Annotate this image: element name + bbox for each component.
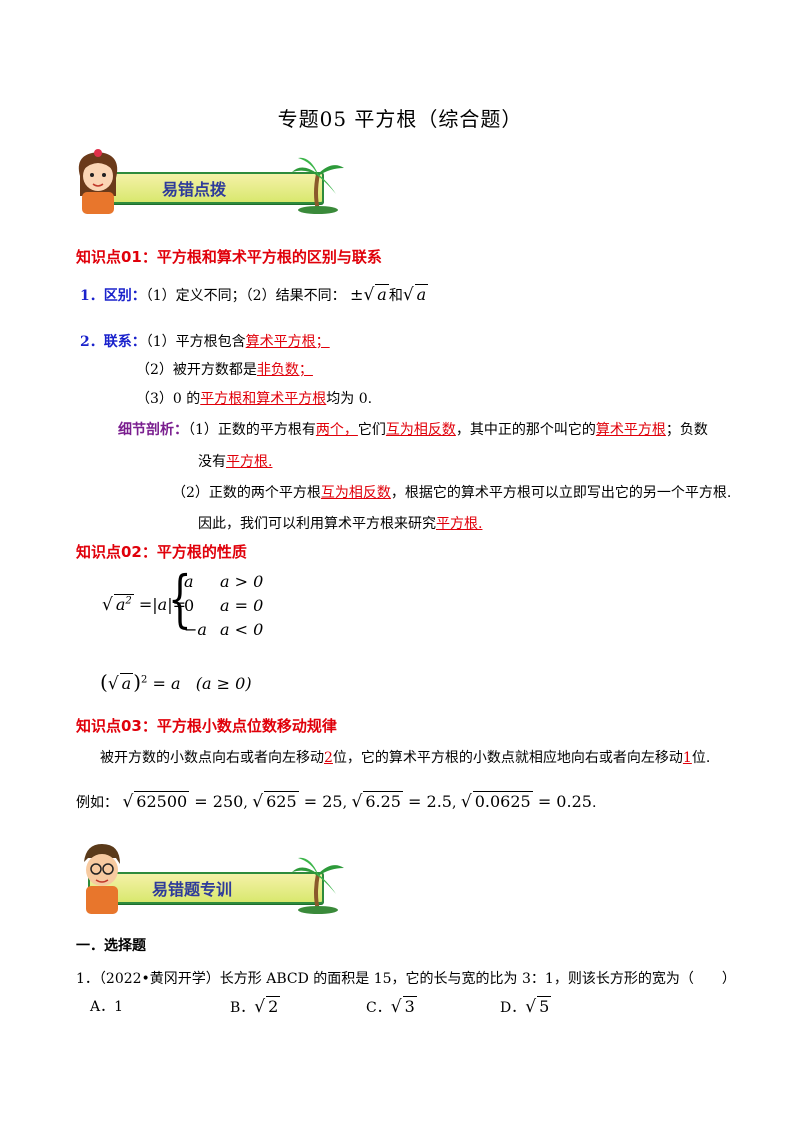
option-d[interactable]: D．√5 — [500, 996, 552, 1017]
kp1-item2-line1: 2．联系：（1）平方根包含算术平方根； — [80, 334, 330, 350]
page-title: 专题05 平方根（综合题） — [277, 107, 523, 131]
palm-tree-icon — [292, 857, 344, 914]
banner-error-tips: 易错点拨 — [66, 146, 346, 216]
section-heading: 一．选择题 — [76, 938, 146, 954]
detail-line2: 没有平方根. — [198, 454, 273, 470]
kp2-heading: 知识点02：平方根的性质 — [76, 543, 247, 561]
detail-line3: （2）正数的两个平方根互为相反数，根据它的算术平方根可以立即写出它的另一个平方根… — [172, 485, 732, 501]
option-b[interactable]: B．√2 — [230, 996, 281, 1017]
pm-sqrt-a: ±√a — [350, 284, 389, 305]
detail-line1: 细节剖析：（1）正数的平方根有两个，它们互为相反数，其中正的那个叫它的算术平方根… — [118, 422, 708, 438]
banner-error-tips-label: 易错点拨 — [162, 180, 227, 199]
example-4: √0.0625 = 0.25 — [460, 791, 592, 812]
kp1-item2-line3: （3）0 的平方根和算术平方根均为 0. — [136, 391, 373, 407]
example-1: √62500 = 250 — [122, 791, 244, 812]
piecewise-brace: { — [168, 562, 192, 635]
option-c[interactable]: C．√3 — [366, 996, 417, 1017]
kp3-examples: 例如： √62500 = 250, √625 = 25, √6.25 = 2.5… — [76, 791, 597, 812]
detail-line4: 因此，我们可以利用算术平方根来研究平方根. — [198, 516, 483, 532]
palm-tree-icon — [292, 157, 344, 214]
kp1-heading: 知识点01：平方根和算术平方根的区别与联系 — [76, 248, 382, 266]
example-3: √6.25 = 2.5 — [351, 791, 452, 812]
banner-error-practice: 易错题专训 — [66, 840, 346, 916]
kp3-heading: 知识点03：平方根小数点位数移动规律 — [76, 717, 337, 735]
option-a[interactable]: A．1 — [90, 999, 124, 1015]
kp3-rule: 被开方数的小数点向右或者向左移动2位，它的算术平方根的小数点就相应地向右或者向左… — [100, 750, 711, 766]
banner-error-practice-label: 易错题专训 — [152, 880, 233, 899]
example-2: √625 = 25 — [252, 791, 343, 812]
sqrt-a: √a — [402, 284, 429, 305]
formula-sqrt-a-squared-2: (√a)2 = a (a ≥ 0) — [100, 670, 252, 694]
kp1-item2-line2: （2）被开方数都是非负数； — [136, 362, 313, 378]
boy-cartoon-icon — [84, 844, 120, 914]
girl-cartoon-icon — [78, 149, 118, 214]
question-1-stem: 1．（2022•黄冈开学）长方形 ABCD 的面积是 15，它的长与宽的比为 3… — [76, 971, 736, 987]
formula-sqrt-a-squared: √a2 =|a|= — [102, 594, 186, 615]
